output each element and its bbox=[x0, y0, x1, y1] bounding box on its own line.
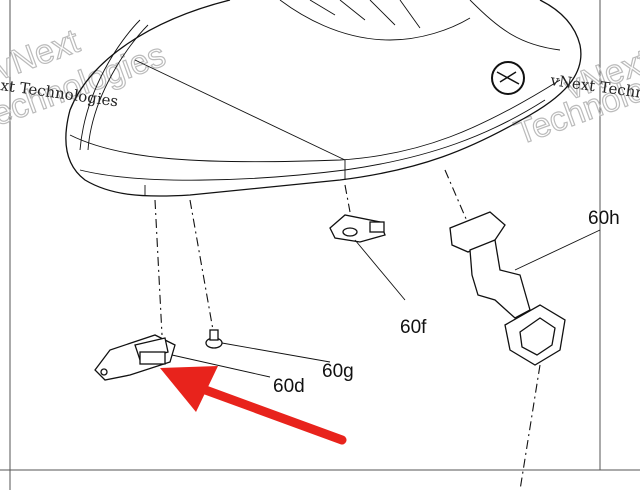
leader-60d bbox=[154, 199, 163, 336]
part-60f-hinge bbox=[329, 214, 386, 243]
label-60d: 60d bbox=[273, 376, 305, 397]
callout-60f bbox=[354, 239, 406, 301]
label-60g: 60g bbox=[322, 361, 354, 382]
highlight-arrow bbox=[160, 366, 347, 445]
part-60d-bracket bbox=[94, 334, 176, 381]
seat-cowl bbox=[65, 0, 582, 197]
leader-60f bbox=[344, 184, 351, 213]
leader-60g bbox=[189, 199, 214, 331]
part-60g-clip bbox=[205, 329, 223, 349]
part-60h-latch bbox=[449, 211, 566, 366]
callout-60d bbox=[171, 354, 271, 378]
callout-60h bbox=[514, 229, 601, 271]
leader-60h-bottom bbox=[519, 364, 541, 490]
label-60f: 60f bbox=[400, 317, 427, 338]
label-60h: 60h bbox=[588, 208, 620, 229]
leader-60h-top bbox=[444, 169, 471, 229]
callout-60g bbox=[221, 342, 331, 363]
